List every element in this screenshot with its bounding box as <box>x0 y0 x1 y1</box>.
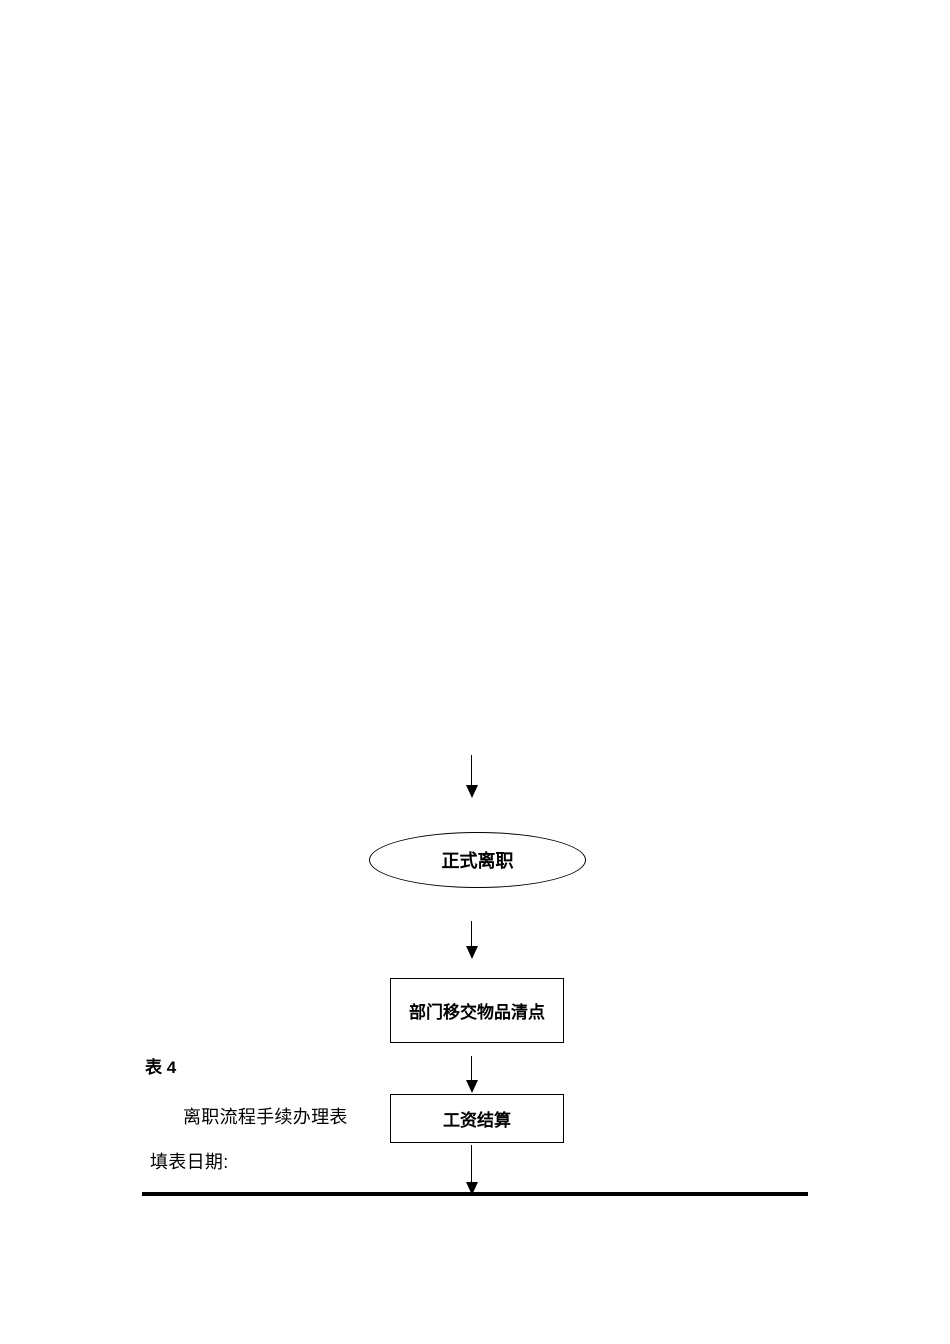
flow-node-label: 工资结算 <box>443 1111 511 1130</box>
arrow-down-icon <box>465 785 478 798</box>
flow-node-formal-resignation: 正式离职 <box>369 832 586 888</box>
fill-date-label: 填表日期: <box>150 1152 229 1172</box>
table-top-border-line <box>142 1192 808 1196</box>
flow-arrow-down-2 <box>464 921 479 959</box>
arrow-shaft <box>470 1056 473 1081</box>
flow-node-salary-settlement: 工资结算 <box>390 1094 564 1143</box>
flow-arrow-down-4 <box>464 1145 479 1195</box>
arrow-down-icon <box>465 1182 478 1195</box>
table-number-label: 表 4 <box>145 1058 177 1077</box>
arrow-shaft <box>470 1145 473 1183</box>
flow-node-label: 部门移交物品清点 <box>409 1003 545 1022</box>
flow-arrow-down-3 <box>464 1056 479 1093</box>
flow-node-label: 正式离职 <box>441 851 514 871</box>
arrow-shaft <box>470 755 473 786</box>
form-title: 离职流程手续办理表 <box>183 1107 348 1127</box>
arrow-down-icon <box>465 1080 478 1093</box>
flow-node-department-handover-inventory: 部门移交物品清点 <box>390 978 564 1043</box>
arrow-shaft <box>470 921 473 947</box>
flow-arrow-down-1 <box>464 755 479 798</box>
arrow-down-icon <box>465 946 478 959</box>
